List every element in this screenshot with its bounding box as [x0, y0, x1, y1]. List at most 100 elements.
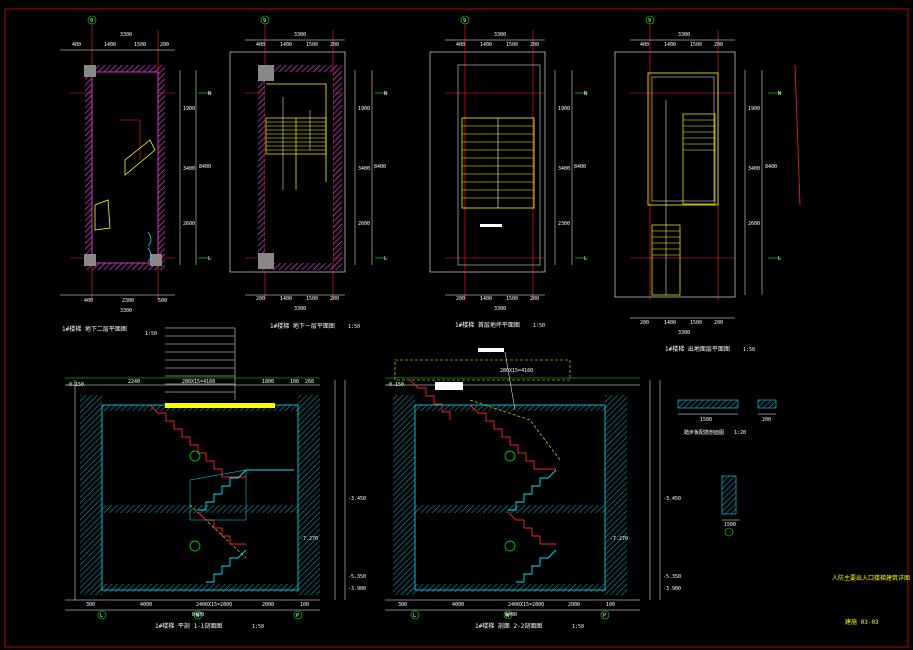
section-1-level: -5.350: [348, 574, 366, 580]
plan-4-scale: 1:50: [743, 347, 755, 353]
section-1-scale: 1:50: [252, 624, 264, 630]
section-2-axis: L: [413, 613, 416, 619]
plan-2-top-dim: 400: [256, 42, 265, 48]
plan-1-top-dim: 1400: [104, 42, 116, 48]
detail-3-dim: 1500: [724, 522, 736, 528]
detail-1-dim: 1500: [700, 417, 712, 423]
section-1-bottom-dim: 2400X15=2800: [196, 602, 232, 608]
plan-4-axis-bottom: N: [778, 91, 781, 97]
plan-1-side-dim: 1900: [183, 106, 195, 112]
plan-3-bottom-dim: 1500: [506, 296, 518, 302]
section-2-bottom-dim: 2000: [568, 602, 580, 608]
plan-3-title: 1#楼梯 首层地坪平面图: [455, 321, 520, 329]
detail-1-scale: 1:20: [734, 430, 746, 436]
section-2-level: -5.350: [663, 574, 681, 580]
plan-1-title: 1#楼梯 地下二层平面图: [62, 325, 127, 333]
plan-4-title: 1#楼梯 出地面层平面图: [665, 345, 730, 353]
section-1-top-dim: 280X15=4160: [182, 379, 215, 385]
plan-1: [60, 15, 212, 300]
detail-2-dim: 200: [762, 417, 771, 423]
section-2-level-top: -0.150: [386, 382, 404, 388]
detail-1-title: 踏步板配筋剖面图: [684, 429, 724, 436]
section-2: [385, 348, 661, 620]
drawing-number: 建施 03-03: [845, 618, 879, 626]
plan-1-axis-bottom: N: [208, 91, 211, 97]
plan-3-bottom-dim: 200: [530, 296, 539, 302]
section-1: [65, 327, 346, 620]
section-1-axis: N: [196, 613, 199, 619]
section-1-top-dim: 100: [290, 379, 299, 385]
plan-1-scale: 1:50: [145, 331, 157, 337]
plan-1-side-dim: 2600: [183, 221, 195, 227]
section-1-bottom-dim: 100: [300, 602, 309, 608]
section-2-bottom-dim: 100: [606, 602, 615, 608]
plan-3-top-dim: 200: [530, 42, 539, 48]
plan-1-axis-bottom: L: [208, 256, 211, 262]
section-2-bottom-dim: 300: [398, 602, 407, 608]
plan-3-side-dim: 3400: [558, 166, 570, 172]
plan-4-axis-top: 9: [648, 18, 651, 24]
section-2-top-dim: 280X15=4160: [500, 368, 533, 374]
plan-2-bottom-dim: 200: [256, 296, 265, 302]
plan-1-top-dim: 1500: [134, 42, 146, 48]
plan-1-bottom-dim: 400: [84, 298, 93, 304]
plan-3-axis-top: 9: [463, 18, 466, 24]
section-2-title: 1#楼梯 剖面 2-2剖面图: [475, 622, 542, 630]
section-2-axis: P: [603, 613, 606, 619]
section-1-level: -7.270: [300, 536, 318, 542]
plan-2-top-dim: 1400: [280, 42, 292, 48]
plan-4-top-dim: 200: [714, 42, 723, 48]
section-1-level: -3.900: [348, 586, 366, 592]
plan-1-side-dim: 3400: [183, 166, 195, 172]
plan-3-axis-bottom: N: [584, 91, 587, 97]
section-2-scale: 1:50: [572, 624, 584, 630]
plan-4-side-total: 8400: [765, 164, 777, 170]
plan-4-top-dim: 1500: [690, 42, 702, 48]
section-2-bottom-total: 8400: [505, 612, 517, 618]
section-1-level: -3.450: [348, 496, 366, 502]
plan-3-bottom-dim: 200: [456, 296, 465, 302]
plan-2-bottom-total: 3300: [294, 306, 306, 312]
section-1-axis: P: [296, 613, 299, 619]
section-1-top-dim: 260: [305, 379, 314, 385]
plan-2-title: 1#楼梯 地下一层平面图: [270, 322, 335, 330]
plan-2-top-dim: 200: [330, 42, 339, 48]
plan-1-top-total: 3300: [120, 32, 132, 38]
plan-2-top-total: 3300: [294, 32, 306, 38]
sheet-frame: [4, 8, 909, 648]
plan-4-bottom-total: 3300: [678, 330, 690, 336]
plan-3-side-dim: 2300: [558, 221, 570, 227]
plan-3-bottom-total: 3300: [494, 306, 506, 312]
plan-2-axis-bottom: N: [384, 91, 387, 97]
section-1-top-dim: 1800: [262, 379, 274, 385]
plan-4-top-dim: 1400: [664, 42, 676, 48]
section-1-top-dim: 2240: [128, 379, 140, 385]
plan-2-side-dim: 1900: [358, 106, 370, 112]
plan-3: [429, 15, 588, 300]
section-2-axis: N: [506, 613, 509, 619]
plan-3-top-dim: 1400: [480, 42, 492, 48]
plan-1-top-dim: 200: [160, 42, 169, 48]
plan-2-bottom-dim: 200: [330, 296, 339, 302]
plan-2-side-dim: 3400: [358, 166, 370, 172]
plan-3-side-total: 8400: [574, 164, 586, 170]
plan-1-bottom-dim: 500: [158, 298, 167, 304]
plan-4-bottom-dim: 1400: [664, 320, 676, 326]
section-1-level-top: -0.150: [66, 382, 84, 388]
plan-3-top-total: 3300: [494, 32, 506, 38]
plan-4: [614, 15, 801, 319]
section-1-axis: L: [100, 613, 103, 619]
section-1-title: 1#楼梯 平剖 1-1剖面图: [155, 622, 222, 630]
section-1-bottom-total: 8400: [192, 612, 204, 618]
section-2-bottom-dim: 4000: [452, 602, 464, 608]
plan-4-top-dim: 400: [640, 42, 649, 48]
plan-4-side-dim: 3400: [748, 166, 760, 172]
section-1-bottom-dim: 4000: [140, 602, 152, 608]
plan-2-top-dim: 1500: [306, 42, 318, 48]
plan-1-bottom-total: 3300: [120, 308, 132, 314]
plan-2-scale: 1:50: [348, 324, 360, 330]
plan-3-top-dim: 400: [456, 42, 465, 48]
plan-1-axis-top: 9: [90, 18, 93, 24]
plan-4-side-dim: 1900: [748, 106, 760, 112]
